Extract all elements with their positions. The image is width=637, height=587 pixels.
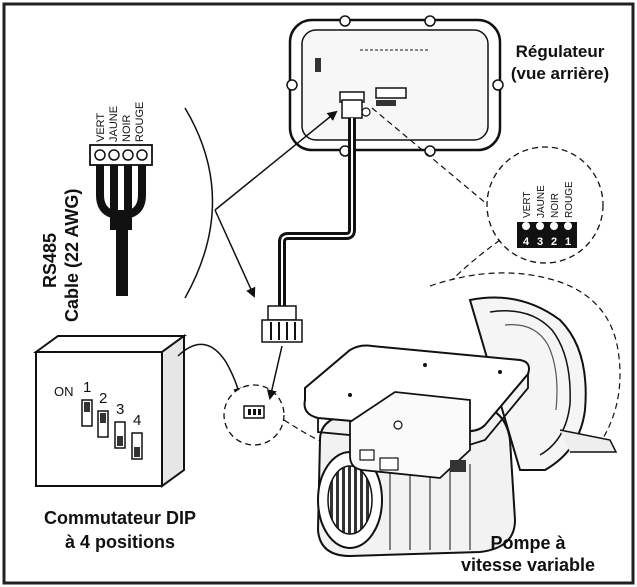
cable-label-line-2: Cable (22 AWG) <box>62 189 82 322</box>
regulator-title-line-2: (vue arrière) <box>511 64 609 83</box>
arrow-to-connector <box>214 209 256 298</box>
regulator-back-view <box>286 15 504 157</box>
cable-label-line-1: RS485 <box>40 233 60 288</box>
terminal-color-label: VERT <box>522 192 533 219</box>
dip-switch-box <box>32 334 188 488</box>
cable-wire-color-labels: VERT JAUNE NOIR ROUGE <box>95 102 146 142</box>
regulator-title-line-1: Régulateur <box>516 42 605 61</box>
dip-on-label: ON <box>54 384 74 399</box>
dip-number: 2 <box>99 390 107 407</box>
port-to-pump-leader <box>283 419 361 456</box>
variable-speed-pump <box>303 272 621 558</box>
terminal-color-label: NOIR <box>550 193 561 218</box>
dip-caption-line-2: à 4 positions <box>65 532 175 552</box>
detail-leader <box>371 107 489 206</box>
dip-number: 1 <box>83 379 91 396</box>
detail-to-pump-leader <box>451 239 501 281</box>
terminal-number: 2 <box>551 236 557 248</box>
dip-number: 4 <box>133 412 141 429</box>
pump-rs485-port <box>243 405 265 419</box>
regulator-cable <box>278 99 363 308</box>
bracket-arc <box>184 107 214 299</box>
terminal-number: 1 <box>565 236 571 248</box>
terminal-block-detail: 4 3 2 1 <box>517 222 577 248</box>
terminal-color-label: ROUGE <box>564 181 575 218</box>
terminal-number: 4 <box>523 236 530 248</box>
pump-caption-line-2: vitesse variable <box>461 555 595 575</box>
terminal-color-labels: VERT JAUNE NOIR ROUGE <box>522 181 575 218</box>
terminal-color-label: JAUNE <box>536 185 547 218</box>
dip-switch-levers <box>81 399 143 460</box>
cable-color-label: JAUNE <box>108 106 120 142</box>
cable-color-label: ROUGE <box>134 102 146 142</box>
cable-color-label: NOIR <box>121 114 133 142</box>
arrow-connector-to-port <box>266 345 283 400</box>
dip-number: 3 <box>116 401 124 418</box>
arrow-to-regulator <box>214 110 338 211</box>
cable-connector-plug <box>261 305 303 343</box>
cable-color-label: VERT <box>95 113 107 142</box>
dip-number-labels: 1 2 3 4 <box>83 379 141 429</box>
dip-caption-line-1: Commutateur DIP <box>44 508 196 528</box>
arrow-dip-to-port <box>177 343 243 398</box>
terminal-number: 3 <box>537 236 543 248</box>
rs485-cable-terminal <box>89 144 153 296</box>
pump-caption-line-1: Pompe à <box>490 533 566 553</box>
